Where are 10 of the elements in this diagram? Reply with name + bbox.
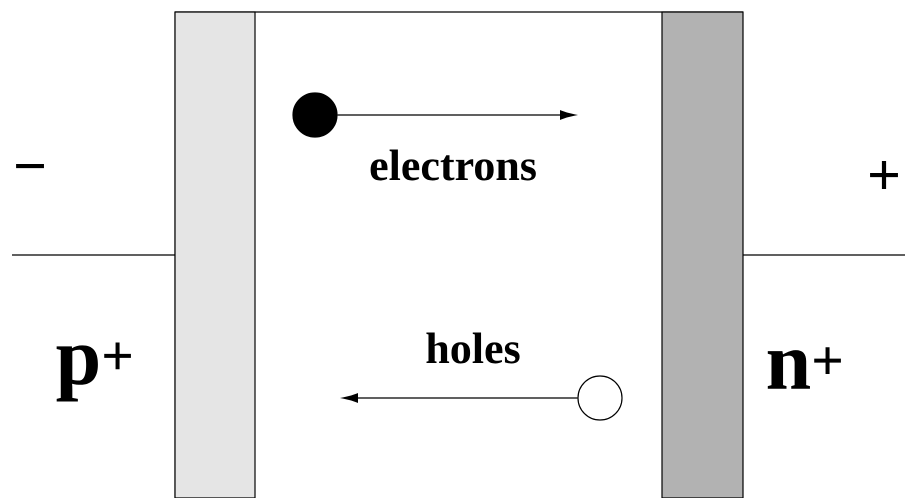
particle-label: electrons [370, 150, 536, 180]
polarity-sign: − [16, 164, 44, 168]
region-label: n$^{+}$ [768, 347, 841, 389]
arrow [342, 393, 578, 403]
arrow [338, 110, 576, 120]
particle-circle [577, 375, 623, 421]
particle-label: holes [426, 332, 520, 364]
region-label: p$^{+}$ [56, 342, 131, 402]
particle-circle [292, 92, 338, 138]
polarity-sign: + [870, 161, 898, 189]
